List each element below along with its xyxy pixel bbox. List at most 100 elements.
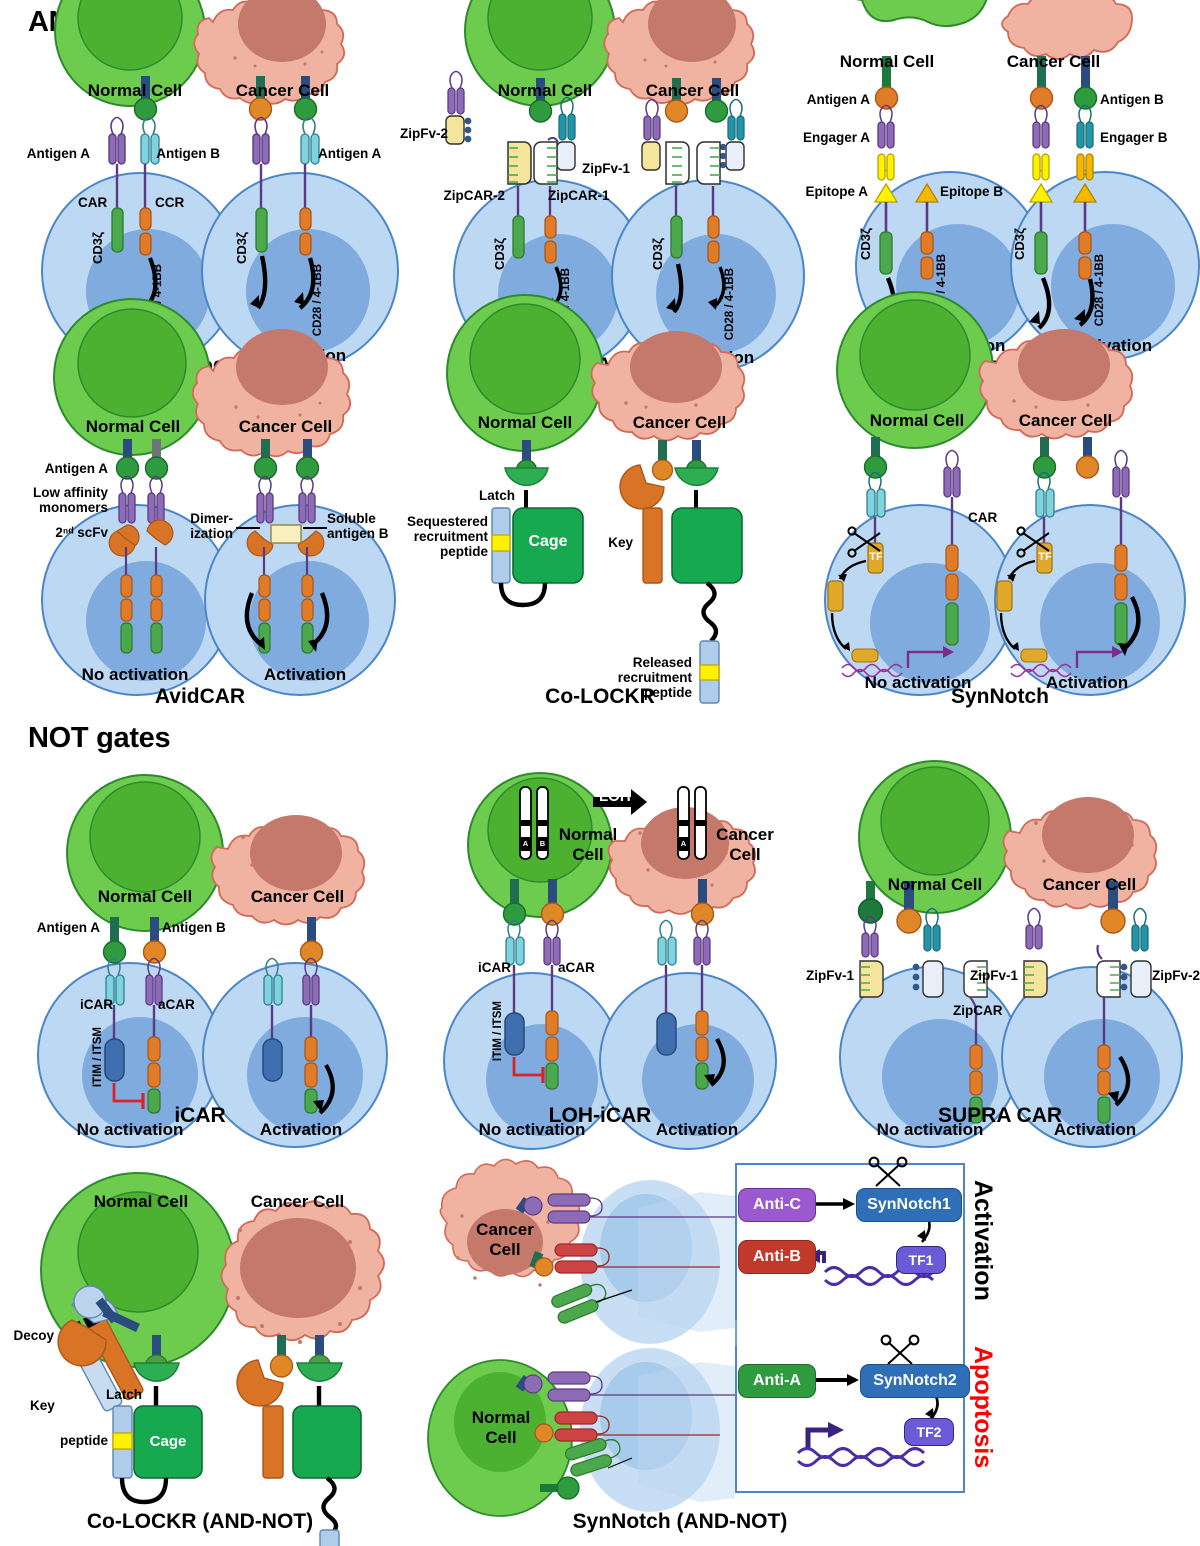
latch-label: Latch — [479, 488, 516, 503]
anti-b-badge[interactable]: Anti-B — [738, 1240, 816, 1274]
synnotch2-badge[interactable]: SynNotch2 — [860, 1364, 970, 1398]
loh-icar-graphic — [443, 772, 777, 1150]
normal-cell-label: Normal Cell — [93, 1192, 189, 1211]
panel-supra-car-not: Normal Cell Cancer Cell ZipFv-1 ZipCAR Z… — [800, 760, 1200, 1148]
synnotch-and-not-graphic — [427, 1156, 965, 1517]
antigen-a-label: Antigen A — [44, 461, 108, 476]
antigen-a-label: Antigen A — [36, 920, 100, 935]
icar-label: iCAR — [478, 960, 511, 975]
itim-itsm-label: ITIM / ITSM — [92, 1027, 104, 1088]
zipfv-1-right-label: ZipFv-1 — [969, 968, 1018, 983]
zipfv-2-label: ZipFv-2 — [1152, 968, 1200, 983]
icar-label: iCAR — [80, 997, 113, 1012]
itim-itsm-label: ITIM / ITSM — [492, 1001, 504, 1062]
panel-synnotch-and-not: Cancer Cell Normal Cell Anti-C SynNotch1… — [400, 1150, 1000, 1546]
antigen-b-label: Antigen B — [156, 146, 220, 161]
tf2-badge[interactable]: TF2 — [904, 1418, 954, 1446]
no-activation-left-label: No activation — [864, 673, 972, 692]
dimerization-label: Dimer- ization — [190, 511, 233, 542]
panel-title-co-lockr-and-not: Co-LOCKR (AND-NOT) — [86, 1510, 314, 1533]
antigen-a-label: Antigen A — [806, 92, 870, 107]
key-label: Key — [30, 1398, 55, 1413]
antigen-b-label: Antigen B — [1100, 92, 1164, 107]
loh-label: LOH — [599, 788, 631, 805]
soluble-antigen-leader — [303, 527, 327, 529]
supra-car-and-graphic — [445, 0, 805, 373]
cd28-41bb-right-label: CD28 / 4-1BB — [1094, 254, 1106, 327]
cancer-cell-label: Cancer Cell — [250, 1192, 345, 1211]
cage-label: Cage — [149, 1433, 187, 1450]
zipfv-1-left-label: ZipFv-1 — [805, 968, 854, 983]
cd3z-right-label: CD3ζ — [650, 238, 665, 270]
activation-right-label: Activation — [259, 1120, 343, 1139]
apoptosis-side-label: Apoptosis — [969, 1346, 997, 1469]
split-recognition-graphic — [41, 0, 399, 370]
cancer-cell-label: Cancer Cell — [476, 1220, 534, 1259]
peptide-label: peptide — [59, 1433, 108, 1448]
cd28-41bb-right-label: CD28 / 4-1BB — [724, 268, 736, 341]
cancer-cell-label: Cancer Cell — [1042, 875, 1137, 894]
cd3z-left-label: CD3ζ — [858, 228, 873, 260]
engager-a-label: Engager A — [802, 130, 870, 145]
cancer-cell-label: Cancer Cell — [716, 825, 774, 864]
anti-a-badge[interactable]: Anti-A — [738, 1364, 816, 1398]
no-activation-left-label: No activation — [478, 1120, 586, 1139]
zipcar-1-label: ZipCAR-1 — [548, 188, 610, 203]
activation-side-label: Activation — [969, 1180, 997, 1301]
activation-right-label: Activation — [1045, 673, 1129, 692]
panel-loh-icar: Normal Cell Cancer Cell LOH A B A iCAR a… — [400, 772, 800, 1150]
cage-label-left: Cage — [528, 533, 568, 550]
normal-cell-label: Normal Cell — [558, 825, 618, 864]
anti-c-badge[interactable]: Anti-C — [738, 1188, 816, 1222]
panel-title-loh-icar: LOH-iCAR — [548, 1104, 652, 1127]
panel-split-recognition: Normal Cell Cancer Cell Antigen A Antige… — [0, 0, 400, 381]
antigen-b-label: Antigen B — [162, 920, 226, 935]
avidcar-graphic — [41, 298, 396, 696]
panel-revcar: Normal Cell Cancer Cell Antigen A Antige… — [800, 0, 1200, 381]
normal-cell-label: Normal Cell — [471, 1408, 531, 1447]
cancer-cell-label: Cancer Cell — [238, 417, 333, 436]
ccr-label: CCR — [155, 195, 185, 210]
no-activation-left-label: No activation — [81, 665, 189, 684]
zipfv-2-label: ZipFv-2 — [399, 126, 448, 141]
cd3z-left-label: CD3ζ — [492, 238, 507, 270]
car-label: CAR — [968, 510, 998, 525]
panel-title-icar: iCAR — [174, 1104, 226, 1127]
activation-right-label: Activation — [655, 1120, 739, 1139]
epitope-b-label: Epitope B — [940, 184, 1003, 199]
dimerization-leader — [236, 527, 260, 529]
icar-graphic — [37, 774, 388, 1148]
normal-cell-label: Normal Cell — [497, 81, 593, 100]
panel-avidcar: Normal Cell Cancer Cell Antigen A Low af… — [0, 298, 400, 715]
normal-cell-label: Normal Cell — [87, 81, 183, 100]
normal-cell-label: Normal Cell — [477, 413, 573, 432]
cd3z-right-label: CD3ζ — [234, 232, 249, 264]
section-title-not-gates: NOT gates — [28, 722, 171, 754]
chromosome-a-label: A — [522, 839, 529, 848]
panel-title-co-lockr: Co-LOCKR — [545, 685, 655, 708]
normal-cell-label: Normal Cell — [869, 411, 965, 430]
synnotch1-badge[interactable]: SynNotch1 — [856, 1188, 962, 1222]
acar-label: aCAR — [158, 997, 195, 1012]
acar-label: aCAR — [558, 960, 595, 975]
normal-cell-label: Normal Cell — [839, 52, 935, 71]
panel-co-lockr-and-not: Normal Cell Cancer Cell Decoy Key Latch … — [0, 1150, 400, 1546]
co-lockr-and-not-graphic — [40, 1172, 385, 1546]
zipcar-label: ZipCAR — [953, 1003, 1003, 1018]
panel-co-lockr: Normal Cell Cancer Cell Latch Sequestere… — [400, 294, 800, 715]
second-scfv-label: 2ⁿᵈ scFv — [55, 525, 108, 540]
no-activation-left-label: No activation — [76, 1120, 184, 1139]
decoy-label: Decoy — [13, 1328, 54, 1343]
antigen-a-left-label: Antigen A — [26, 146, 90, 161]
no-activation-left-label: No activation — [876, 1120, 984, 1139]
panel-title-avidcar: AvidCAR — [154, 685, 246, 708]
revcar-graphic — [855, 0, 1200, 361]
sequestered-peptide-label: Sequestered recruitment peptide — [406, 514, 488, 560]
cd3z-right-label: CD3ζ — [1012, 228, 1027, 260]
antigen-a-right-label: Antigen A — [318, 146, 382, 161]
normal-cell-label: Normal Cell — [85, 417, 181, 436]
cancer-cell-label: Cancer Cell — [1006, 52, 1101, 71]
zipcar-2-label: ZipCAR-2 — [443, 188, 506, 203]
tf1-badge[interactable]: TF1 — [896, 1246, 946, 1274]
